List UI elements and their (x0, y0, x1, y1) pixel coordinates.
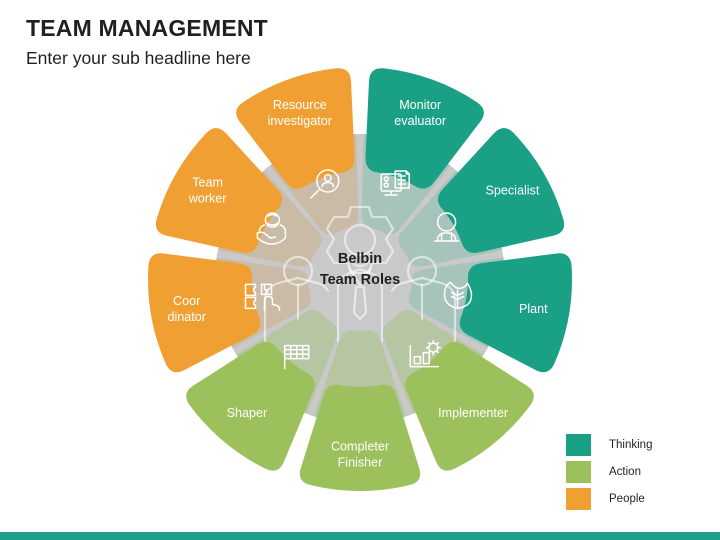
petal-label-line: Specialist (485, 183, 539, 197)
petal-shape (459, 253, 573, 373)
petal-implementer[interactable]: Implementer (405, 341, 534, 471)
bottom-accent-bar (0, 532, 720, 540)
sector-icon-layer (244, 169, 473, 370)
petal-label-line: Finisher (338, 455, 383, 469)
page-title: TEAM MANAGEMENT (26, 15, 268, 41)
petal-monitor-evaluator[interactable]: Monitor evaluator (365, 68, 484, 189)
petal-label-line: investigator (268, 114, 332, 128)
petal-label-line: Shaper (227, 406, 268, 420)
petal-label-line: evaluator (394, 114, 446, 128)
petal-shape (437, 127, 565, 253)
petal-shape (405, 341, 534, 471)
petal-label-line: Monitor (399, 98, 441, 112)
puzzle-hand-icon (244, 283, 281, 312)
petal-shape (365, 68, 484, 189)
legend-label-action: Action (609, 466, 641, 478)
petal-shape (299, 384, 421, 491)
legend: Thinking Action People (566, 432, 706, 513)
petal-resource-investigator[interactable]: Resource investigator (236, 68, 355, 189)
page-subtitle: Enter your sub headline here (26, 48, 251, 68)
checkered-flag-icon (283, 344, 310, 370)
legend-swatch-thinking (566, 434, 591, 456)
petal-layer: Monitor evaluatorSpecialistPlantImplement… (147, 68, 573, 491)
center-title-line2: Team Roles (320, 272, 400, 288)
legend-item-action[interactable]: Action (566, 459, 706, 485)
legend-swatch-people (566, 488, 591, 510)
petal-label-line: Completer (331, 439, 389, 453)
petal-label-line: Coor (173, 294, 200, 308)
petal-shaper[interactable]: Shaper (186, 341, 315, 471)
legend-item-thinking[interactable]: Thinking (566, 432, 706, 458)
petal-shape (236, 68, 355, 189)
petal-label-line: Implementer (438, 406, 508, 420)
legend-item-people[interactable]: People (566, 486, 706, 512)
legend-swatch-action (566, 461, 591, 483)
petal-shape (186, 341, 315, 471)
petal-label-line: Team (192, 175, 223, 189)
petal-plant[interactable]: Plant (459, 253, 573, 373)
petal-specialist[interactable]: Specialist (437, 127, 565, 253)
petal-label-line: Plant (519, 302, 548, 316)
petal-coor-dinator[interactable]: Coor dinator (147, 253, 261, 373)
petal-label-line: worker (188, 191, 227, 205)
magnifier-person-icon (310, 169, 340, 199)
person-badge-icon (433, 212, 460, 242)
center-title-line1: Belbin (338, 251, 382, 267)
gear-people-watermark-icon (263, 205, 457, 343)
petal-label-line: Resource (273, 98, 327, 112)
leaf-icon (443, 281, 473, 310)
petal-team-worker[interactable]: Team worker (155, 127, 283, 253)
legend-label-thinking: Thinking (609, 439, 653, 451)
petal-label-line: dinator (167, 310, 206, 324)
petal-shape (147, 253, 261, 373)
hands-team-icon (256, 212, 287, 245)
legend-label-people: People (609, 493, 645, 505)
monitor-checklist-icon (380, 170, 410, 196)
gear-chart-icon (409, 339, 442, 368)
petal-shape (155, 127, 283, 253)
